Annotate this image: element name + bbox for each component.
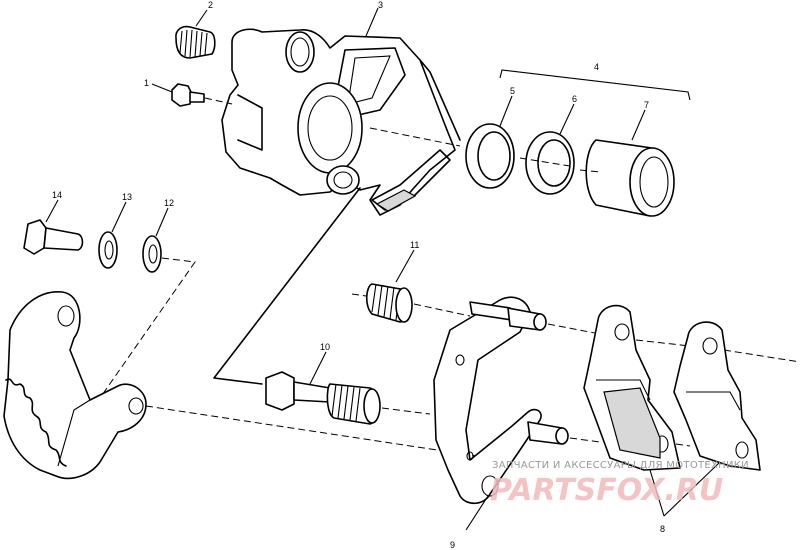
- callout-labels: 2 3 1 4 5 6 7 14 13 12 11 10 9 8: [52, 0, 665, 550]
- caliper-bracket: [433, 296, 569, 505]
- callout-leaders: [45, 7, 721, 531]
- callout-2: 2: [208, 0, 213, 10]
- axis-line-pin: [381, 407, 431, 415]
- torque-link: [3, 291, 147, 480]
- axis-line-caliper: [369, 127, 601, 173]
- callout-3: 3: [378, 0, 383, 10]
- callout-8: 8: [660, 524, 665, 534]
- axis-line-link: [145, 405, 491, 459]
- axis-line-spring: [351, 293, 471, 317]
- callout-1: 1: [144, 78, 149, 88]
- piston: [585, 139, 675, 217]
- washer-12: [142, 235, 162, 273]
- group-bracket: [499, 69, 691, 101]
- watermark: ЗАПЧАСТИ И АКСЕССУАРЫ ДЛЯ МОТОТЕХНИКИ PA…: [490, 460, 749, 508]
- watermark-caption: ЗАПЧАСТИ И АКСЕССУАРЫ ДЛЯ МОТОТЕХНИКИ: [492, 460, 749, 471]
- axis-line-bracket-bottom: [569, 437, 691, 447]
- callout-13: 13: [122, 192, 132, 202]
- guide-pin-10: [265, 371, 381, 425]
- spring-11: [365, 283, 413, 323]
- axis-line-bolt: [99, 257, 196, 399]
- brake-pad-inner: [583, 304, 681, 471]
- callout-7: 7: [644, 100, 649, 110]
- callout-14: 14: [52, 190, 62, 200]
- bleeder-screw: [175, 25, 216, 59]
- piston-seal: [465, 123, 515, 189]
- bleeder-fitting: [171, 83, 233, 107]
- callout-10: 10: [320, 342, 330, 352]
- callout-11: 11: [410, 240, 419, 250]
- mounting-bolt: [23, 219, 84, 255]
- watermark-logo: PARTSFOX.RU: [490, 473, 723, 508]
- callout-4: 4: [594, 62, 599, 72]
- caliper-guide-line: [213, 187, 361, 385]
- brake-pad-outer: [673, 321, 761, 471]
- caliper-body: [221, 28, 461, 216]
- callout-12: 12: [164, 198, 174, 208]
- callout-9: 9: [450, 540, 455, 550]
- callout-6: 6: [572, 94, 577, 104]
- axis-line-bracket-top: [547, 323, 800, 363]
- washer-13: [98, 231, 118, 269]
- callout-5: 5: [510, 86, 515, 96]
- dust-seal: [525, 131, 575, 195]
